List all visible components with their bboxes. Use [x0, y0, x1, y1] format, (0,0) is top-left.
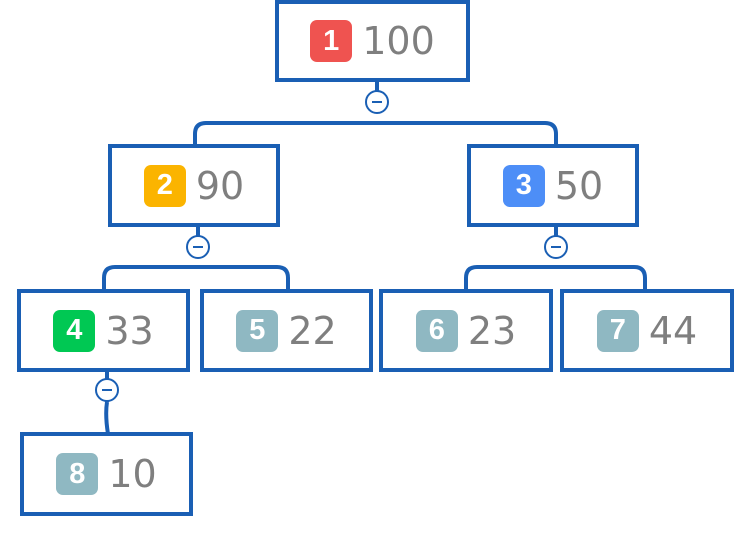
node-badge: 6 [415, 309, 458, 352]
node-badge: 7 [596, 309, 639, 352]
node-badge: 3 [502, 164, 545, 207]
tree-node-3[interactable]: 3 50 [467, 144, 639, 227]
tree-node-1[interactable]: 1 100 [275, 0, 470, 82]
node-value: 50 [554, 163, 604, 208]
node-value: 100 [362, 19, 435, 63]
collapse-toggle-node-2[interactable] [186, 235, 210, 259]
tree-node-6[interactable]: 6 23 [379, 289, 553, 372]
node-value: 23 [467, 308, 517, 353]
node-value: 33 [105, 308, 154, 353]
tree-node-2[interactable]: 2 90 [108, 144, 280, 227]
collapse-toggle-node-3[interactable] [544, 235, 568, 259]
collapse-toggle-node-4[interactable] [95, 378, 119, 402]
node-badge: 4 [53, 309, 96, 352]
tree-node-7[interactable]: 7 44 [560, 289, 734, 372]
collapse-toggle-node-1[interactable] [365, 90, 389, 114]
node-value: 90 [195, 163, 245, 208]
node-value: 22 [288, 308, 337, 353]
node-badge: 1 [310, 20, 353, 62]
node-badge: 5 [236, 309, 279, 352]
tree-node-4[interactable]: 4 33 [17, 289, 190, 372]
node-value: 44 [648, 308, 698, 353]
tree-node-8[interactable]: 8 10 [20, 432, 193, 516]
node-value: 10 [108, 452, 157, 496]
node-badge: 2 [143, 164, 186, 207]
tree-node-5[interactable]: 5 22 [200, 289, 373, 372]
node-badge: 8 [56, 453, 99, 495]
